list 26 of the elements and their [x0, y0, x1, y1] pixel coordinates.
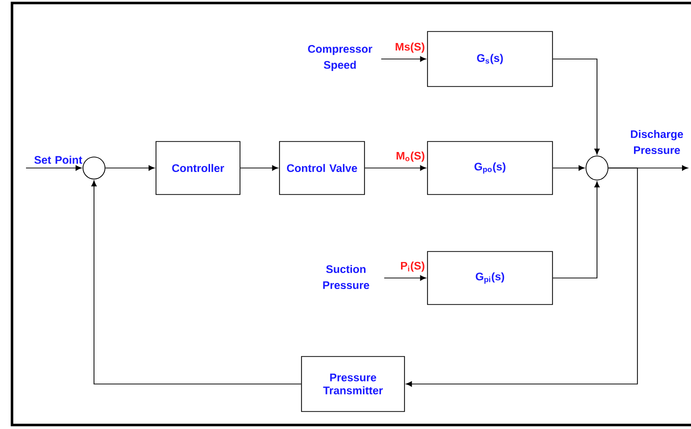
arrow — [406, 168, 638, 387]
arrow — [552, 58, 600, 155]
block-box: G$_{s}$(s) — [427, 31, 553, 87]
arrow — [240, 165, 278, 171]
edge-label: Ms(S) — [394, 42, 426, 54]
output-label: Discharge Pressure — [630, 130, 684, 154]
edge-label: M$_{o}$(S) — [394, 150, 426, 163]
arrow — [105, 165, 155, 171]
edge-label: P$_{i}$(S) — [399, 260, 426, 273]
arrow — [552, 165, 585, 171]
block-box: G$_{po}$(s) — [427, 141, 553, 195]
arrow — [91, 180, 302, 384]
input-label: Compressor Speed — [308, 45, 372, 71]
arrow — [384, 275, 426, 281]
block-box: Pressure Transmitter — [301, 356, 405, 412]
arrow — [380, 56, 426, 62]
block-box: G$_{pi}$(s) — [427, 251, 553, 305]
input-label: Set Point — [34, 156, 82, 164]
arrow — [26, 165, 82, 171]
summing-junction — [586, 156, 608, 180]
block-box: Controller — [156, 141, 240, 195]
summing-junction — [82, 156, 106, 180]
arrow — [552, 181, 600, 278]
input-label: Suction Pressure — [323, 264, 370, 290]
block-box: Control Valve — [279, 141, 365, 195]
arrow — [364, 165, 426, 171]
